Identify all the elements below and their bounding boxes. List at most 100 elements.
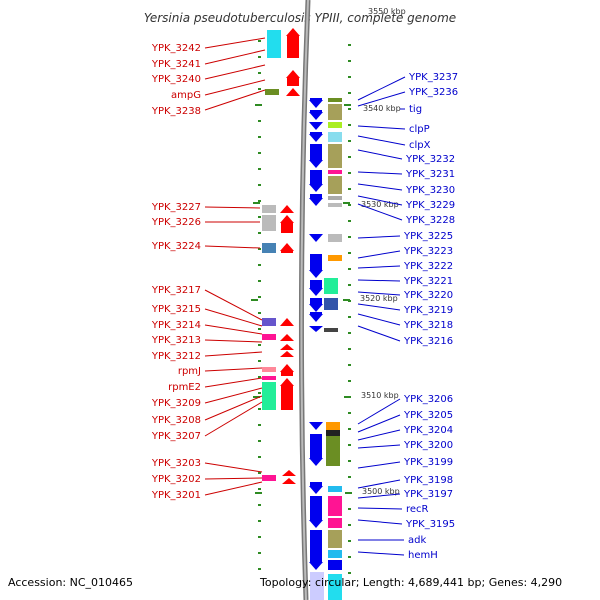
gene-label-YPK_3201[interactable]: YPK_3201: [151, 490, 201, 501]
reverse-gene: [310, 194, 322, 198]
gene-label-adk[interactable]: adk: [408, 535, 426, 546]
gene-label-rpmJ[interactable]: rpmJ: [178, 366, 201, 377]
gene-label-ampG[interactable]: ampG: [171, 90, 201, 101]
forward-gene: [287, 36, 299, 58]
gene-label-YPK_3212[interactable]: YPK_3212: [151, 351, 201, 362]
gene-label-YPK_3231[interactable]: YPK_3231: [405, 169, 455, 180]
gene-label-YPK_3205[interactable]: YPK_3205: [403, 410, 453, 421]
gene-label-recR[interactable]: recR: [406, 504, 429, 515]
leader-line: [357, 203, 403, 221]
gene-label-YPK_3198[interactable]: YPK_3198: [403, 475, 453, 486]
gene-label-YPK_3202[interactable]: YPK_3202: [151, 474, 201, 485]
gene-label-YPK_3238[interactable]: YPK_3238: [151, 106, 201, 117]
major-tick-mark: [343, 299, 350, 301]
reverse-gene: [310, 98, 322, 100]
gene-box-blue: [328, 560, 342, 570]
gene-label-YPK_3219[interactable]: YPK_3219: [403, 305, 453, 316]
reverse-arrow-head: [309, 198, 323, 206]
gene-box-gray: [328, 234, 342, 242]
gene-label-clpX[interactable]: clpX: [409, 140, 431, 151]
gene-label-YPK_3229[interactable]: YPK_3229: [405, 200, 455, 211]
gene-label-YPK_3232[interactable]: YPK_3232: [405, 154, 455, 165]
leader-line: [204, 351, 263, 357]
gene-box-green: [324, 278, 338, 294]
gene-label-YPK_3195[interactable]: YPK_3195: [405, 519, 455, 530]
gene-label-YPK_3228[interactable]: YPK_3228: [405, 215, 455, 226]
gene-label-YPK_3225[interactable]: YPK_3225: [403, 231, 453, 242]
gene-label-YPK_3241[interactable]: YPK_3241: [151, 59, 201, 70]
position-dot: [348, 236, 351, 238]
reverse-arrow-head: [309, 422, 323, 430]
gene-label-tig[interactable]: tig: [409, 104, 422, 115]
gene-label-YPK_3224[interactable]: YPK_3224: [151, 241, 201, 252]
gene-label-YPK_3200[interactable]: YPK_3200: [403, 440, 453, 451]
leader-line: [357, 414, 401, 433]
reverse-arrow-head: [309, 100, 323, 108]
leader-line: [357, 507, 403, 510]
leader-line: [357, 398, 401, 425]
gene-label-hemH[interactable]: hemH: [408, 550, 438, 561]
gene-label-rpmE2[interactable]: rpmE2: [168, 382, 201, 393]
gene-label-YPK_3215[interactable]: YPK_3215: [151, 304, 201, 315]
gene-label-YPK_3214[interactable]: YPK_3214: [151, 320, 201, 331]
gene-label-YPK_3213[interactable]: YPK_3213: [151, 335, 201, 346]
reverse-gene: [310, 482, 322, 486]
position-dot: [258, 312, 261, 314]
position-dot: [348, 316, 351, 318]
gene-label-YPK_3204[interactable]: YPK_3204: [403, 425, 453, 436]
gene-box-gray: [262, 205, 276, 213]
forward-arrow-head: [280, 378, 294, 386]
gene-label-YPK_3197[interactable]: YPK_3197: [403, 489, 453, 500]
leader-line: [357, 444, 401, 449]
position-dot: [348, 380, 351, 382]
position-dot: [258, 408, 261, 410]
reverse-gene: [310, 170, 322, 184]
forward-arrow-head: [282, 470, 296, 476]
gene-label-YPK_3240[interactable]: YPK_3240: [151, 74, 201, 85]
position-dot: [348, 76, 351, 78]
gene-label-YPK_3199[interactable]: YPK_3199: [403, 457, 453, 468]
major-tick-mark: [345, 492, 352, 494]
gene-label-YPK_3226[interactable]: YPK_3226: [151, 217, 201, 228]
gene-box-khaki: [328, 144, 342, 168]
gene-label-YPK_3206[interactable]: YPK_3206: [403, 394, 453, 405]
position-dot: [348, 444, 351, 446]
gene-label-YPK_3217[interactable]: YPK_3217: [151, 285, 201, 296]
position-dot: [348, 60, 351, 62]
gene-label-YPK_3230[interactable]: YPK_3230: [405, 185, 455, 196]
gene-box-khaki: [328, 176, 342, 194]
gene-label-YPK_3222[interactable]: YPK_3222: [403, 261, 453, 272]
forward-arrow-head: [282, 478, 296, 484]
gene-label-YPK_3208[interactable]: YPK_3208: [151, 415, 201, 426]
position-dot: [258, 152, 261, 154]
forward-arrow-head: [286, 28, 300, 36]
forward-arrow-head: [280, 243, 294, 251]
gene-label-YPK_3236[interactable]: YPK_3236: [408, 87, 458, 98]
position-dot: [348, 140, 351, 142]
gene-label-YPK_3220[interactable]: YPK_3220: [403, 290, 453, 301]
gene-label-clpP[interactable]: clpP: [409, 124, 430, 135]
gene-label-YPK_3221[interactable]: YPK_3221: [403, 276, 453, 287]
gene-box-lavender: [310, 572, 324, 600]
leader-line: [357, 195, 403, 206]
gene-label-YPK_3203[interactable]: YPK_3203: [151, 458, 201, 469]
forward-arrow-head: [280, 318, 294, 326]
reverse-arrow-head: [309, 184, 323, 192]
gene-label-YPK_3242[interactable]: YPK_3242: [151, 43, 201, 54]
leader-line: [357, 250, 401, 259]
position-dot: [258, 232, 261, 234]
position-dot: [258, 472, 261, 474]
gene-label-YPK_3216[interactable]: YPK_3216: [403, 336, 453, 347]
gene-label-YPK_3209[interactable]: YPK_3209: [151, 398, 201, 409]
forward-arrow-head: [280, 334, 294, 341]
leader-line: [204, 462, 263, 473]
gene-label-YPK_3237[interactable]: YPK_3237: [408, 72, 458, 83]
position-dot: [348, 124, 351, 126]
gene-label-YPK_3207[interactable]: YPK_3207: [151, 431, 201, 442]
gene-box-khaki: [328, 104, 342, 120]
gene-label-YPK_3227[interactable]: YPK_3227: [151, 202, 201, 213]
gene-label-YPK_3218[interactable]: YPK_3218: [403, 320, 453, 331]
leader-line: [204, 245, 261, 249]
gene-label-YPK_3223[interactable]: YPK_3223: [403, 246, 453, 257]
